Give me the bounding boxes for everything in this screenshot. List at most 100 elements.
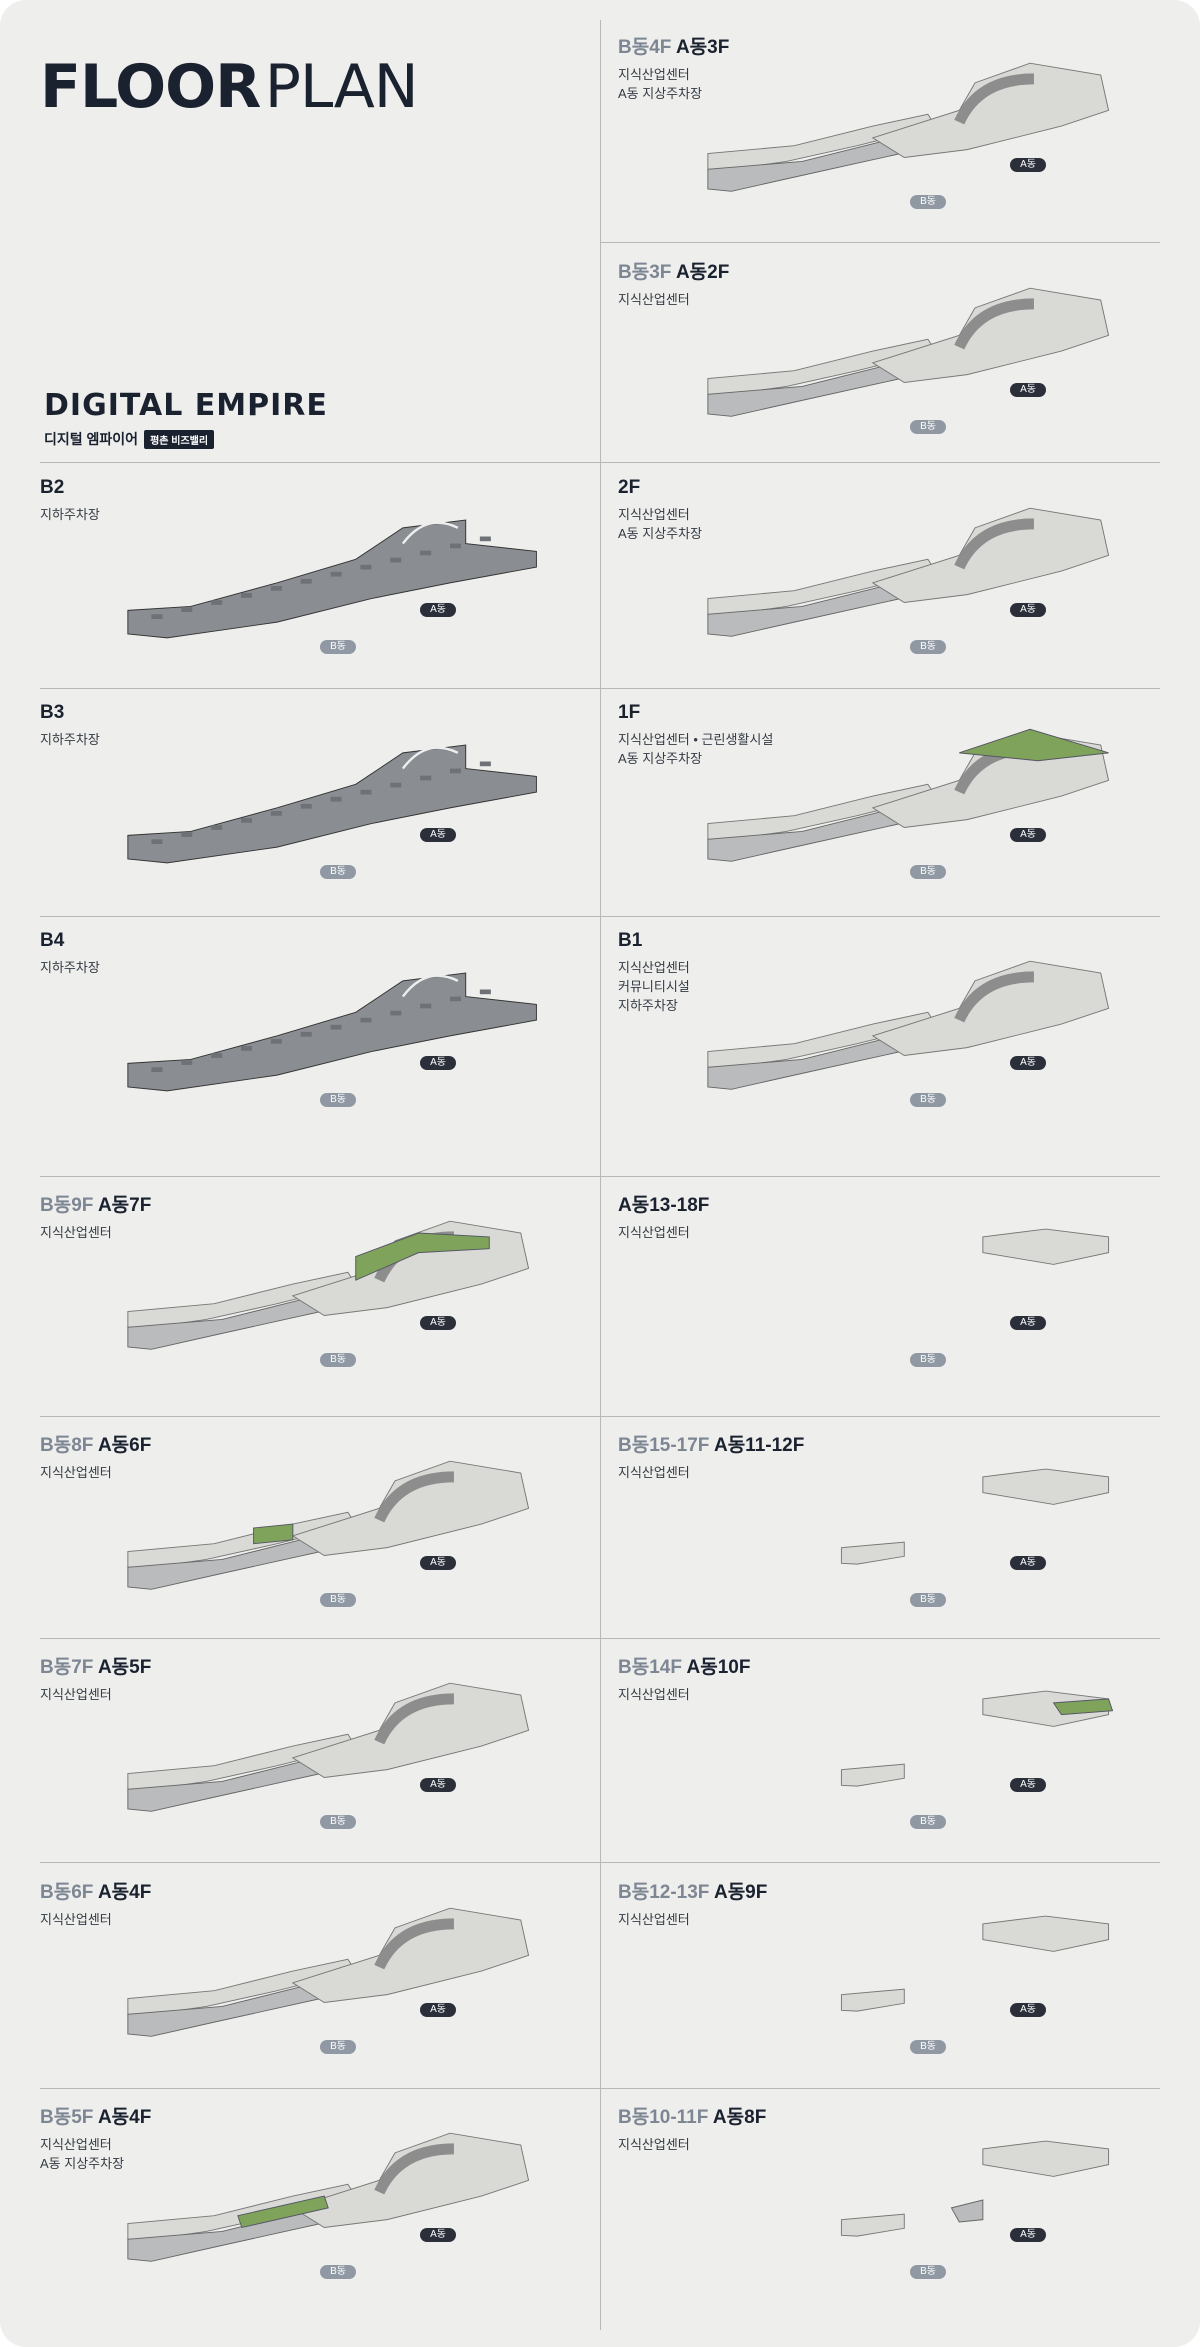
- floor-label: B동5F A동4F: [40, 2102, 151, 2129]
- a-building-tag: A동: [1010, 158, 1046, 172]
- floor-description: 지식산업센터: [618, 1225, 690, 1240]
- floor-label-primary: 1F: [618, 702, 641, 723]
- b-building-tag: B동: [910, 420, 946, 434]
- floor-plan-image: [700, 1885, 1140, 2085]
- floor-description: 지식산업센터 A동 지상주차장: [618, 507, 703, 541]
- floor-label-primary: A동2F: [671, 262, 730, 283]
- floor-label-primary: B2: [40, 477, 65, 498]
- floor-description: 지식산업센터: [618, 1912, 690, 1927]
- column-divider: [600, 20, 601, 2330]
- floor-description: 지식산업센터 • 근린생활시설 A동 지상주차장: [618, 732, 774, 766]
- floor-section-b6f-a4f: B동6F A동4F 지식산업센터: [40, 1877, 151, 1929]
- a-building-tag: A동: [1010, 2003, 1046, 2017]
- floor-label: B동3F A동2F: [618, 257, 729, 284]
- floor-label-secondary: B동10-11F: [618, 2107, 709, 2128]
- floor-section-b8f-a6f: B동8F A동6F 지식산업센터: [40, 1430, 151, 1482]
- floor-description: 지식산업센터 A동 지상주차장: [40, 2137, 125, 2171]
- floor-label-primary: A동4F: [93, 1882, 152, 1903]
- floor-label-secondary: B동15-17F: [618, 1435, 710, 1456]
- floor-label: 1F: [618, 702, 773, 724]
- floor-description: 지하주차장: [40, 507, 100, 522]
- floor-plan-image: [700, 1438, 1140, 1638]
- floor-label: B동12-13F A동9F: [618, 1877, 767, 1904]
- floor-label-secondary: B동9F: [40, 1195, 94, 1216]
- a-building-tag: A동: [420, 1316, 456, 1330]
- floor-label: 2F: [618, 477, 702, 499]
- a-building-tag: A동: [1010, 1556, 1046, 1570]
- floor-label: B3: [40, 702, 100, 724]
- b-building-tag: B동: [320, 2265, 356, 2279]
- floor-label-primary: A동10F: [681, 1657, 751, 1678]
- floor-section-b5f-a4f: B동5F A동4F 지식산업센터 A동 지상주차장: [40, 2102, 151, 2173]
- b-building-tag: B동: [910, 640, 946, 654]
- floor-label-secondary: B동5F: [40, 2107, 94, 2128]
- floor-description: 지식산업센터: [40, 1465, 112, 1480]
- b-building-tag: B동: [910, 865, 946, 879]
- b-building-tag: B동: [320, 1353, 356, 1367]
- floor-label-primary: B4: [40, 930, 65, 951]
- floor-label-secondary: B동4F: [618, 37, 672, 58]
- floor-label-primary: A동8F: [708, 2107, 767, 2128]
- floor-description: 지식산업센터: [40, 1687, 112, 1702]
- floor-plan-image: [120, 1198, 560, 1398]
- floor-description: 지식산업센터: [618, 2137, 690, 2152]
- floor-description: 지식산업센터: [40, 1225, 112, 1240]
- logo-name: DIGITAL EMPIRE: [44, 388, 328, 423]
- floor-plan-image: [700, 1660, 1140, 1860]
- a-building-tag: A동: [420, 828, 456, 842]
- floor-plan-image: [700, 485, 1140, 685]
- floor-label-secondary: B동12-13F: [618, 1882, 710, 1903]
- b-building-tag: B동: [910, 1815, 946, 1829]
- floor-section-b2: B2 지하주차장: [40, 477, 100, 524]
- floor-section-b12-13f-a9f: B동12-13F A동9F 지식산업센터: [618, 1877, 767, 1929]
- floor-label: B동15-17F A동11-12F: [618, 1430, 804, 1457]
- a-building-tag: A동: [1010, 828, 1046, 842]
- a-building-tag: A동: [1010, 1056, 1046, 1070]
- floor-plan-image: [120, 1885, 560, 2085]
- digital-empire-logo: DIGITAL EMPIRE 디지털 엠파이어 평촌 비즈밸리: [44, 388, 328, 449]
- floor-plan-image: [120, 2110, 560, 2310]
- floor-label-secondary: B동14F: [618, 1657, 682, 1678]
- a-building-tag: A동: [420, 1056, 456, 1070]
- floor-plan-image: [700, 2110, 1140, 2310]
- floor-label-secondary: B동7F: [40, 1657, 94, 1678]
- floor-description: 지식산업센터: [618, 292, 690, 307]
- floor-plan-image: [700, 710, 1140, 910]
- floor-label: B4: [40, 930, 100, 952]
- floor-description: 지식산업센터 A동 지상주차장: [618, 67, 703, 101]
- floor-label: B동8F A동6F: [40, 1430, 151, 1457]
- floor-label-primary: A동3F: [671, 37, 730, 58]
- a-building-tag: A동: [1010, 383, 1046, 397]
- b-building-tag: B동: [320, 1815, 356, 1829]
- floor-plan-image: [120, 710, 560, 910]
- b-building-tag: B동: [910, 195, 946, 209]
- a-building-tag: A동: [1010, 1316, 1046, 1330]
- floor-label: B동6F A동4F: [40, 1877, 151, 1904]
- row-divider: [600, 242, 1160, 243]
- floor-description: 지하주차장: [40, 732, 100, 747]
- b-building-tag: B동: [910, 2265, 946, 2279]
- floor-plan-image: [700, 1198, 1140, 1398]
- floor-plan-image: [700, 265, 1140, 465]
- a-building-tag: A동: [420, 1778, 456, 1792]
- logo-subtitle: 디지털 엠파이어 평촌 비즈밸리: [44, 429, 328, 449]
- floor-description: 지식산업센터: [40, 1912, 112, 1927]
- a-building-tag: A동: [420, 2228, 456, 2242]
- a-building-tag: A동: [420, 603, 456, 617]
- b-building-tag: B동: [320, 865, 356, 879]
- a-building-tag: A동: [1010, 2228, 1046, 2242]
- floor-label-primary: A동9F: [709, 1882, 768, 1903]
- b-building-tag: B동: [320, 640, 356, 654]
- b-building-tag: B동: [320, 2040, 356, 2054]
- floor-label-secondary: B동6F: [40, 1882, 94, 1903]
- row-divider: [40, 688, 1160, 689]
- b-building-tag: B동: [910, 1353, 946, 1367]
- floor-description: 지식산업센터 커뮤니티시설 지하주차장: [618, 960, 690, 1013]
- floor-section-b4f-a3f: B동4F A동3F 지식산업센터 A동 지상주차장: [618, 32, 729, 103]
- floor-label: B2: [40, 477, 100, 499]
